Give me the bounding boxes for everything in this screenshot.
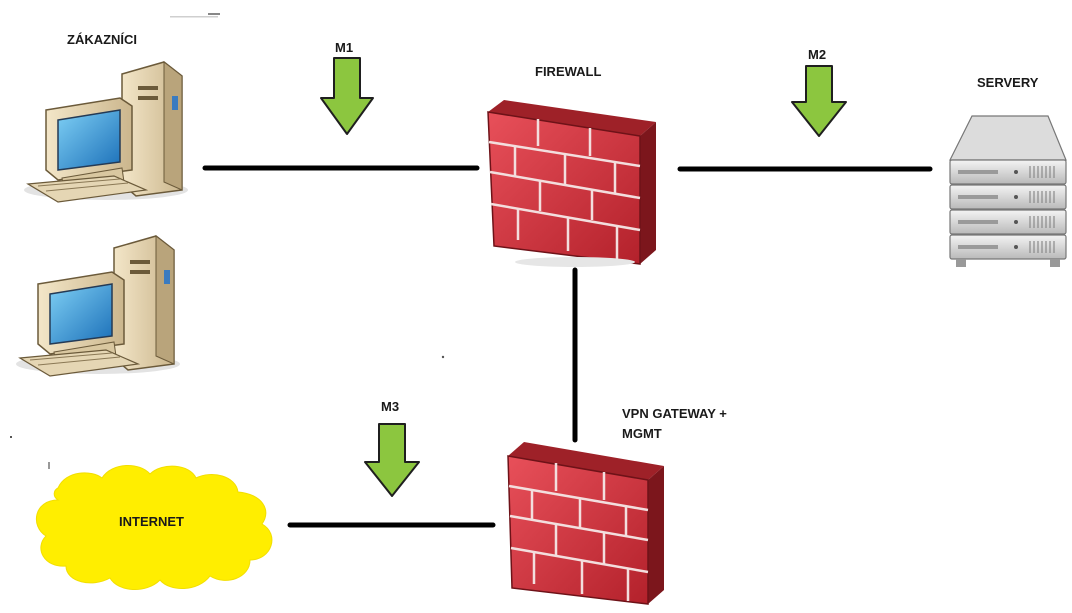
internet-label: INTERNET bbox=[119, 514, 184, 529]
vpn-gateway-label: VPN GATEWAY + MGMT bbox=[622, 406, 727, 441]
customer-computer-icon bbox=[24, 60, 188, 203]
measure-arrow-m3-icon bbox=[364, 423, 420, 497]
measure-point-m2-label: M2 bbox=[808, 47, 827, 62]
vpn-gateway-firewall-icon bbox=[507, 442, 664, 605]
internet-cloud-icon bbox=[36, 465, 273, 590]
measure-arrow-m1-icon bbox=[320, 57, 374, 135]
customers-label: ZÁKAZNÍCI bbox=[67, 32, 138, 47]
firewall-label: FIREWALL bbox=[535, 64, 602, 79]
firewall-icon bbox=[487, 100, 656, 267]
server-rack-icon bbox=[949, 115, 1067, 267]
stray-marks bbox=[10, 13, 445, 469]
links bbox=[202, 165, 933, 528]
servers-label: SERVERY bbox=[977, 75, 1039, 90]
measure-point-m1-label: M1 bbox=[335, 40, 354, 55]
measure-point-m3-label: M3 bbox=[381, 399, 400, 414]
measure-arrow-m2-icon bbox=[791, 65, 847, 137]
customer-computer-icon bbox=[16, 234, 180, 377]
